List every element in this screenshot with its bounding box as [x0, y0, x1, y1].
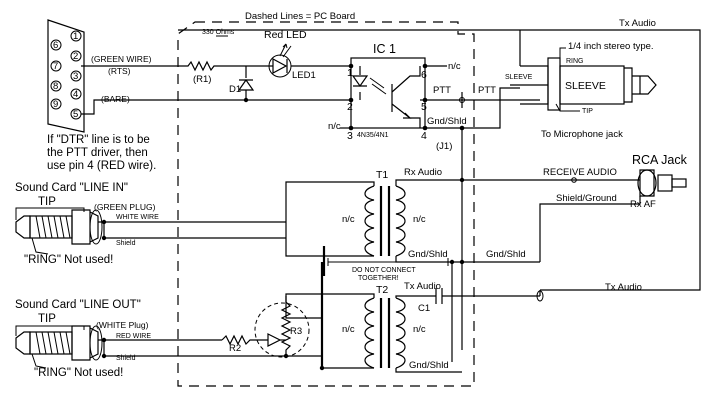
- line-in-ring-note: "RING" Not used!: [24, 254, 113, 266]
- green-wire-label: (GREEN WIRE): [91, 54, 152, 64]
- rts-label: (RTS): [108, 66, 131, 76]
- nc-pin3-label: n/c: [328, 121, 341, 132]
- board-label: Dashed Lines = PC Board: [245, 11, 355, 22]
- db9-pin-1: 1: [73, 31, 78, 42]
- pc-board-outline: [177, 21, 475, 387]
- line-out-tip-label: TIP: [38, 313, 56, 325]
- do-not-connect-line1: DO NOT CONNECT: [352, 267, 416, 274]
- line-in-tip-label: TIP: [38, 196, 56, 208]
- ptt-ic-label: PTT: [433, 85, 451, 96]
- ptt-out-label: PTT: [478, 85, 496, 96]
- line-out-shield-label: Shield: [116, 355, 136, 362]
- ic-pin-5: 5: [421, 101, 427, 113]
- ic1-part-label: 4N35/4N1: [357, 132, 389, 139]
- nc-t2-right: n/c: [413, 324, 426, 335]
- ic-pin-4: 4: [421, 130, 427, 142]
- receive-audio-label: RECEIVE AUDIO: [543, 167, 617, 178]
- r1-label: (R1): [193, 74, 211, 85]
- t2-label: T2: [376, 284, 388, 296]
- line-in-white-wire-label: WHITE WIRE: [116, 214, 159, 221]
- db9-pin-9: 9: [53, 99, 58, 110]
- db9-pin-8: 8: [53, 81, 58, 92]
- t2-transformer: [364, 297, 406, 369]
- r2-label: R2: [229, 343, 241, 354]
- mic-plug: [510, 57, 657, 111]
- dtr-note-line3: use pin 4 (RED wire).: [47, 160, 156, 172]
- bare-wire-label: (BARE): [101, 94, 130, 104]
- bare-wire: [81, 99, 351, 115]
- rx-audio-label: Rx Audio: [404, 167, 442, 178]
- line-in-title: Sound Card "LINE IN": [15, 182, 128, 194]
- db9-pin-2: 2: [73, 51, 78, 62]
- red-led-label: Red LED: [264, 29, 307, 41]
- db9-connector: 6 1 7 2 8 3 9 4 5: [47, 19, 85, 133]
- mic-tip-label: TIP: [582, 108, 593, 115]
- shield-ground-label: Shield/Ground: [556, 193, 617, 204]
- ic-pin-6: 6: [421, 69, 427, 81]
- t1-label: T1: [376, 169, 388, 181]
- ic1-label: IC 1: [373, 42, 396, 56]
- tx-audio-top-label: Tx Audio: [619, 18, 656, 29]
- db9-pin-6: 6: [53, 40, 58, 51]
- mic-ring-label: RING: [566, 58, 584, 65]
- t1-transformer: [364, 185, 406, 257]
- line-out-plug: [15, 325, 103, 361]
- r2-resistor: [221, 334, 268, 346]
- line-in-plug: [15, 209, 103, 245]
- dtr-note-line2: the PTT driver, then: [47, 147, 148, 159]
- ic-pin-2: 2: [347, 101, 353, 113]
- gnd-shld-t2-label: Gnd/Shld: [409, 360, 449, 371]
- tx-audio-right-label: Tx Audio: [605, 282, 642, 293]
- led1-label: LED1: [292, 70, 316, 81]
- mic-sleeve-label: SLEEVE: [565, 80, 606, 92]
- mic-sleeve-small-label: SLEEVE: [505, 74, 533, 81]
- db9-pin-5: 5: [73, 109, 78, 120]
- rca-jack: [571, 169, 687, 197]
- rca-title: RCA Jack: [632, 153, 688, 167]
- gnd-shld-ic-label: Gnd/Shld: [427, 116, 467, 127]
- tx-audio-t2-label: Tx Audio: [404, 281, 441, 292]
- line-out-ring-note: "RING" Not used!: [34, 367, 123, 379]
- gnd-shld-t1-label: Gnd/Shld: [408, 249, 448, 260]
- ic-pin-1: 1: [347, 67, 353, 79]
- d1-diode: [237, 66, 255, 100]
- line-in-plug-label: (GREEN PLUG): [94, 202, 156, 212]
- gnd-shld-mid-label: Gnd/Shld: [486, 249, 526, 260]
- ic-pin-3: 3: [347, 130, 353, 142]
- nc-pin6-label: n/c: [448, 61, 461, 72]
- ic1-optocoupler: [350, 57, 426, 129]
- db9-pin-7: 7: [53, 61, 58, 72]
- led1: [246, 43, 351, 78]
- dtr-note-line1: If "DTR" line is to be: [47, 134, 150, 146]
- mic-type-label: 1/4 inch stereo type.: [568, 41, 654, 52]
- d1-label: D1: [229, 84, 241, 95]
- nc-t1-left: n/c: [342, 214, 355, 225]
- j1-label: (J1): [436, 141, 452, 152]
- r3-label: R3: [290, 326, 302, 337]
- db9-pin-4: 4: [73, 89, 78, 100]
- c1-label: C1: [418, 303, 430, 314]
- r3-potentiometer: [254, 296, 310, 358]
- tx-audio-top-wire: [178, 29, 701, 291]
- nc-t1-right: n/c: [413, 214, 426, 225]
- db9-pin-3: 3: [73, 71, 78, 82]
- line-in-shield-label: Shield: [116, 240, 136, 247]
- do-not-connect-line2: TOGETHER!: [358, 275, 399, 282]
- resistor-note: 330 Ohms: [202, 29, 235, 36]
- rx-af-label: Rx AF: [630, 199, 656, 210]
- ground-bus: [539, 196, 641, 262]
- mic-caption: To Microphone jack: [541, 129, 623, 140]
- c1-capacitor: [430, 288, 540, 304]
- nc-t2-left: n/c: [342, 324, 355, 335]
- line-out-title: Sound Card "LINE OUT": [15, 299, 141, 311]
- line-out-plug-label: (WHITE Plug): [96, 320, 149, 330]
- line-out-red-wire-label: RED WIRE: [116, 333, 151, 340]
